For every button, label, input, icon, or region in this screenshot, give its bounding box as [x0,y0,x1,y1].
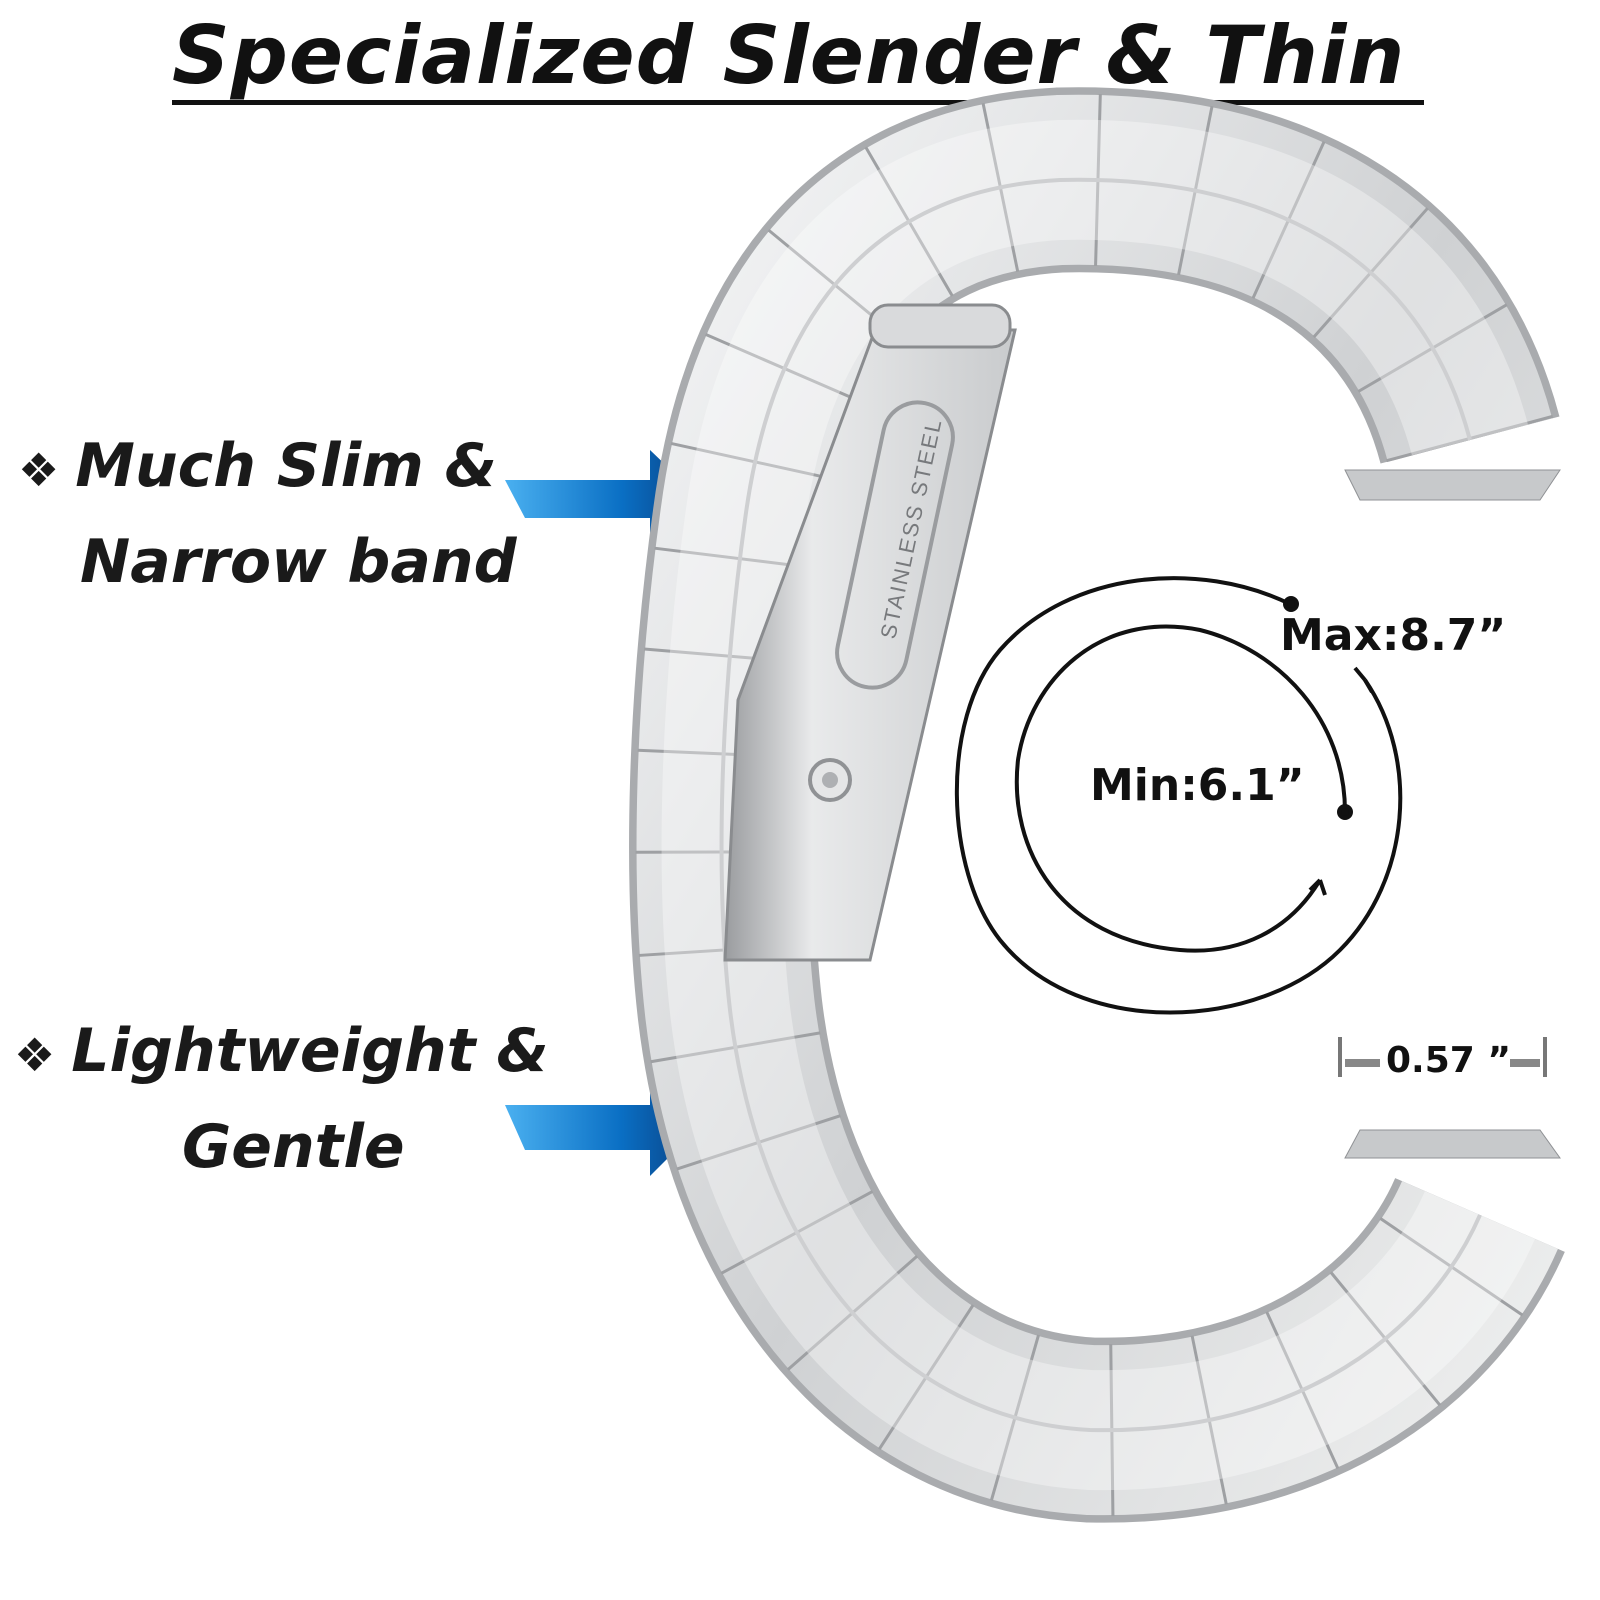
width-label: 0.57 ” [1386,1040,1512,1081]
metal-band: STAINLESS STEEL [629,87,1565,1523]
diamond-bullet-icon: ❖ [18,443,60,497]
diamond-bullet-icon: ❖ [14,1028,56,1082]
arrow-right-icon [505,1078,698,1176]
max-length-label: Max:8.7” [1280,610,1507,661]
page-title: Specialized Slender & Thin [172,9,1406,102]
feature-lightweight: ❖Lightweight & Gentle [14,1016,549,1182]
min-length-label: Min:6.1” [1090,760,1305,811]
size-diagram [954,576,1547,1077]
feature-slim: ❖Much Slim & Narrow band [18,431,517,597]
title-underline [172,100,1424,105]
